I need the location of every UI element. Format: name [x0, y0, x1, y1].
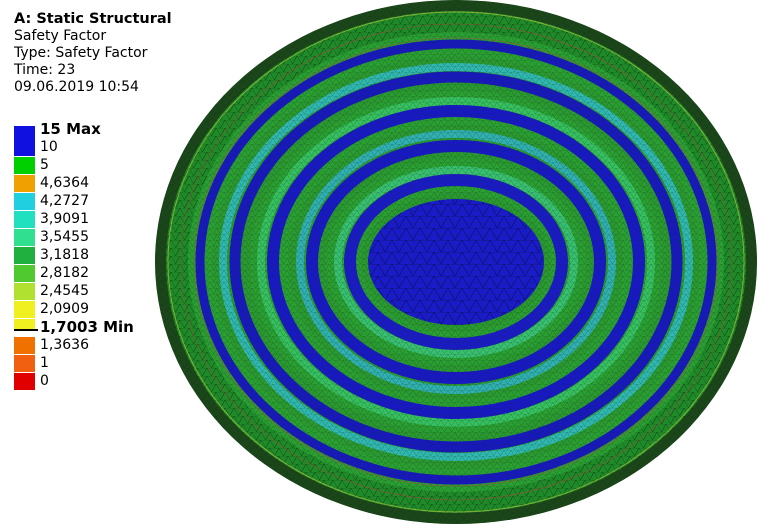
- legend-swatch: [14, 211, 35, 228]
- legend-swatch: [14, 283, 35, 300]
- legend-swatch: [14, 139, 35, 156]
- legend-label: 1,3636: [40, 337, 89, 353]
- legend-label: 1: [40, 355, 49, 371]
- legend-swatch: [14, 373, 35, 390]
- result-date: 09.06.2019 10:54: [14, 79, 139, 95]
- legend-label: 3,1818: [40, 247, 89, 263]
- rim-edge-line: [167, 11, 745, 513]
- result-name: Safety Factor: [14, 28, 107, 44]
- legend-label: 2,0909: [40, 301, 89, 317]
- legend-swatch: [14, 193, 35, 210]
- legend-swatch: [14, 301, 35, 318]
- legend-min-label: 1,7003 Min: [40, 318, 134, 336]
- legend-swatch: [14, 265, 35, 282]
- legend-swatch: [14, 126, 35, 143]
- center-mesh-overlay: [368, 199, 544, 325]
- legend-label: 0: [40, 373, 49, 389]
- legend-label: 5: [40, 157, 49, 173]
- legend-swatch: [14, 355, 35, 372]
- red-edge-line-1: [193, 37, 719, 487]
- legend-max-label: 15 Max: [40, 120, 101, 138]
- legend-swatch: [14, 175, 35, 192]
- result-header: A: Static Structural Safety Factor Type:…: [14, 11, 172, 96]
- result-type: Type: Safety Factor: [14, 45, 148, 61]
- disc-contour: [155, 0, 757, 524]
- legend-swatch: [14, 337, 35, 354]
- legend-label: 3,9091: [40, 211, 89, 227]
- legend-label: 2,8182: [40, 265, 89, 281]
- legend-label: 10: [40, 139, 58, 155]
- min-marker-line: [14, 329, 38, 331]
- legend-label: 2,4545: [40, 283, 89, 299]
- legend-label: 3,5455: [40, 229, 89, 245]
- legend-swatch: [14, 319, 35, 329]
- legend-swatch: [14, 247, 35, 264]
- legend-label: 4,6364: [40, 175, 89, 191]
- analysis-title: A: Static Structural: [14, 11, 172, 27]
- legend-label: 4,2727: [40, 193, 89, 209]
- result-time: Time: 23: [14, 62, 76, 78]
- legend-swatch: [14, 229, 35, 246]
- red-edge-line-2: [179, 23, 733, 501]
- legend-swatch: [14, 157, 35, 174]
